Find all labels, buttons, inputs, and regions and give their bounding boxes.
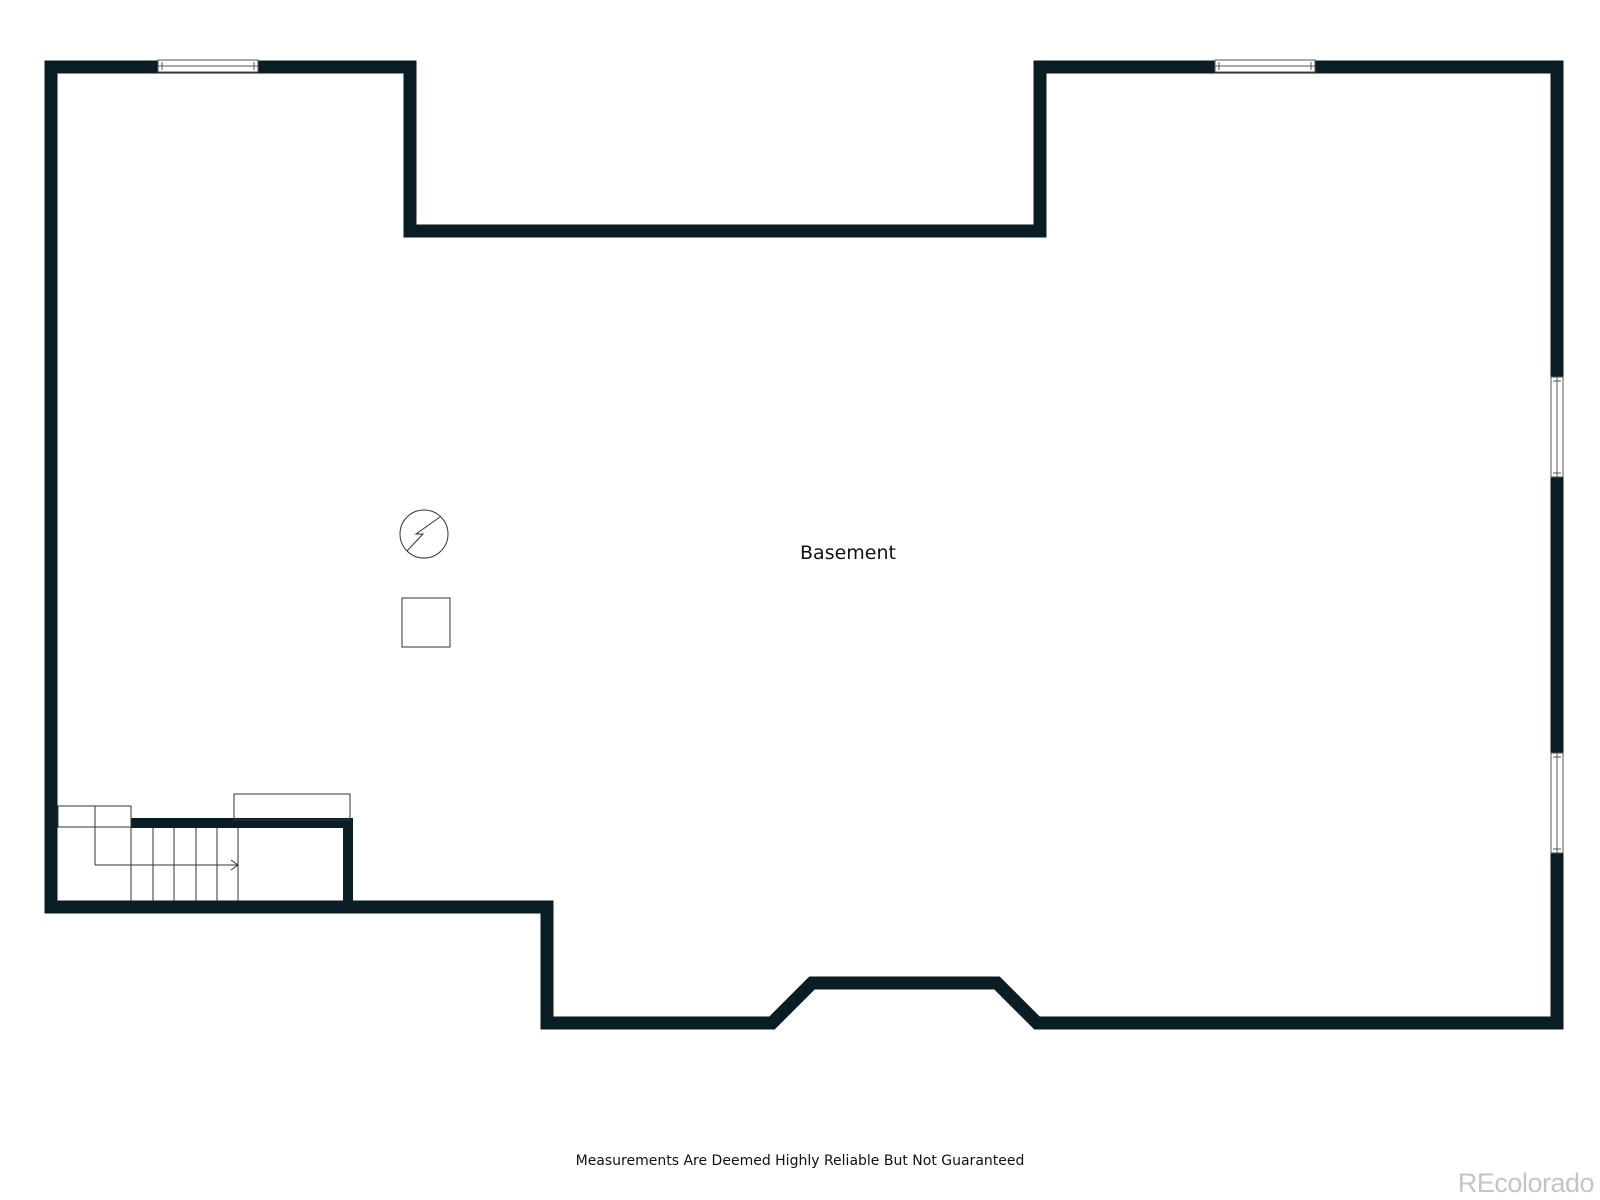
furnace-icon	[401, 597, 451, 648]
window-top-left	[157, 59, 259, 73]
room-label-basement: Basement	[800, 542, 896, 564]
exterior-walls	[44, 60, 1564, 1030]
measurement-disclaimer: Measurements Are Deemed Highly Reliable …	[575, 1153, 1025, 1169]
stair-landing-box	[233, 793, 351, 821]
stair-enclosure-wall	[131, 818, 353, 907]
window-right-lower	[1550, 752, 1564, 854]
window-top-right	[1214, 59, 1316, 73]
stairs-icon	[57, 805, 239, 901]
window-right-upper	[1550, 376, 1564, 478]
water-heater-icon	[399, 509, 449, 559]
watermark-logo: REcolorado	[1457, 1168, 1595, 1198]
